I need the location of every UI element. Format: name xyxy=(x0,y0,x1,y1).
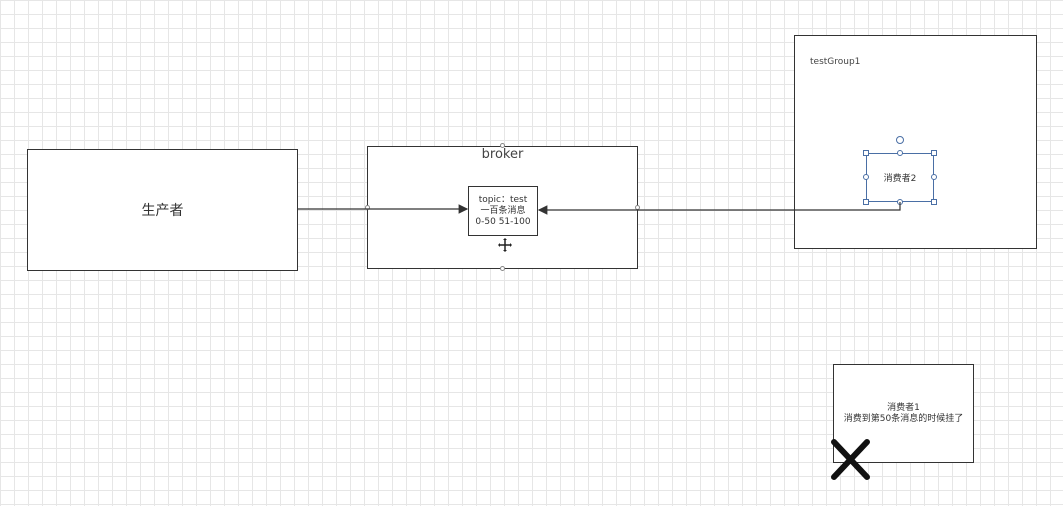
resize-handle-w[interactable] xyxy=(863,174,869,180)
producer-box[interactable]: 生产者 xyxy=(27,149,298,271)
topic-box[interactable]: topic：test 一百条消息 0-50 51-100 xyxy=(468,186,538,236)
resize-handle-sw[interactable] xyxy=(863,199,869,205)
consumer1-line-2: 消费到第50条消息的时候挂了 xyxy=(843,413,964,424)
broker-anchor-right[interactable] xyxy=(635,205,640,210)
consumer1-box[interactable]: 消费者1 消费到第50条消息的时候挂了 xyxy=(833,364,974,463)
consumer2-box[interactable]: 消费者2 xyxy=(866,153,934,202)
topic-line-2: 一百条消息 xyxy=(480,205,526,216)
consumer-group-box[interactable]: testGroup1 xyxy=(794,35,1037,249)
resize-handle-n[interactable] xyxy=(897,150,903,156)
consumer1-line-1: 消费者1 xyxy=(887,402,920,413)
broker-anchor-top[interactable] xyxy=(500,143,505,148)
consumer2-label: 消费者2 xyxy=(883,174,917,184)
broker-anchor-bottom[interactable] xyxy=(500,266,505,271)
resize-handle-ne[interactable] xyxy=(931,150,937,156)
producer-label: 生产者 xyxy=(141,203,184,219)
broker-anchor-left[interactable] xyxy=(365,205,370,210)
topic-line-1: topic：test xyxy=(478,194,528,205)
topic-line-3: 0-50 51-100 xyxy=(475,216,531,227)
resize-handle-e[interactable] xyxy=(931,174,937,180)
resize-handle-nw[interactable] xyxy=(863,150,869,156)
resize-handle-s[interactable] xyxy=(897,199,903,205)
consumer-group-title: testGroup1 xyxy=(810,57,861,67)
rotate-handle[interactable] xyxy=(896,136,904,144)
broker-title: broker xyxy=(481,147,524,162)
resize-handle-se[interactable] xyxy=(931,199,937,205)
